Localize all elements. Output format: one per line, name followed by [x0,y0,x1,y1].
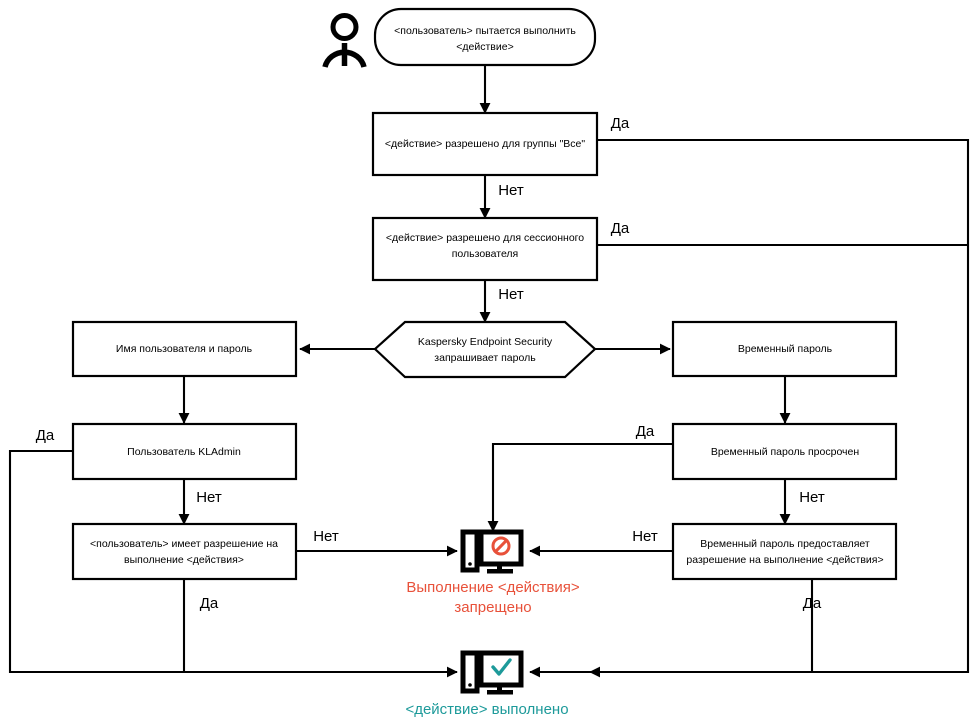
edge-label-temp-password-expired-no: Нет [799,489,825,506]
node-kes-prompt-line1: Kaspersky Endpoint Security [418,336,553,348]
node-temp-password-expired: Временный пароль просрочен [671,422,898,481]
node-decision-session-user-line1: <действие> разрешено для сессионного [386,232,584,244]
edge-label-temp-password-expired-yes: Да [636,423,655,440]
edge-label-user-has-permission-yes: Да [200,595,219,612]
monitor-check-icon [460,650,524,695]
node-username-password: Имя пользователя и пароль [71,320,298,378]
edge-label-temp-password-grants-yes: Да [803,595,822,612]
node-kladmin-user: Пользователь KLAdmin [71,422,298,481]
monitor-blocked-icon [460,529,524,574]
node-start-line1: <пользователь> пытается выполнить [394,25,576,37]
node-user-has-permission-line2: выполнение <действия> [124,554,244,566]
edge-label-session-user-yes: Да [611,220,630,237]
node-kladmin-user-line1: Пользователь KLAdmin [127,446,241,458]
edge-label-temp-password-grants-no: Нет [632,528,658,545]
edge-all-group-yes [589,138,970,678]
node-username-password-line1: Имя пользователя и пароль [116,343,253,355]
node-decision-all-group: <действие> разрешено для группы "Все" [371,111,599,177]
edge-label-kladmin-yes: Да [36,427,55,444]
outcome-denied-line1: Выполнение <действия> [406,579,580,596]
node-start-line2: <действие> [456,41,513,53]
node-decision-all-group-line1: <действие> разрешено для группы "Все" [385,138,586,150]
user-person-icon [322,13,367,68]
edge-label-session-user-no: Нет [498,286,524,303]
edge-label-user-has-permission-no: Нет [313,528,339,545]
node-temp-password: Временный пароль [671,320,898,378]
node-user-has-permission: <пользователь> имеет разрешение на выпол… [71,522,298,581]
node-user-has-permission-line1: <пользователь> имеет разрешение на [90,538,278,550]
node-decision-session-user-line2: пользователя [452,248,519,260]
node-temp-password-grants: Временный пароль предоставляет разрешени… [671,522,898,581]
node-temp-password-expired-line1: Временный пароль просрочен [711,446,860,458]
outcome-denied: Выполнение <действия> запрещено [406,529,580,616]
outcome-allowed: <действие> выполнено [405,650,569,718]
node-kes-prompt-line2: запрашивает пароль [434,352,536,364]
outcome-allowed-label: <действие> выполнено [405,701,568,718]
edge-temp-password-expired-yes [487,442,673,532]
node-kes-prompt: Kaspersky Endpoint Security запрашивает … [373,320,597,379]
edge-label-all-group-no: Нет [498,182,524,199]
outcome-denied-line2: запрещено [454,599,531,616]
node-decision-session-user: <действие> разрешено для сессионного пол… [371,216,599,282]
edge-kladmin-yes [8,449,184,674]
node-temp-password-grants-line2: разрешение на выполнение <действия> [686,554,883,566]
node-temp-password-grants-line1: Временный пароль предоставляет [700,538,870,550]
node-temp-password-line1: Временный пароль [738,343,833,355]
node-start: <пользователь> пытается выполнить <дейст… [373,7,597,67]
edge-label-all-group-yes: Да [611,115,630,132]
edge-label-kladmin-no: Нет [196,489,222,506]
edge-temp-password-grants-yes [529,579,814,678]
